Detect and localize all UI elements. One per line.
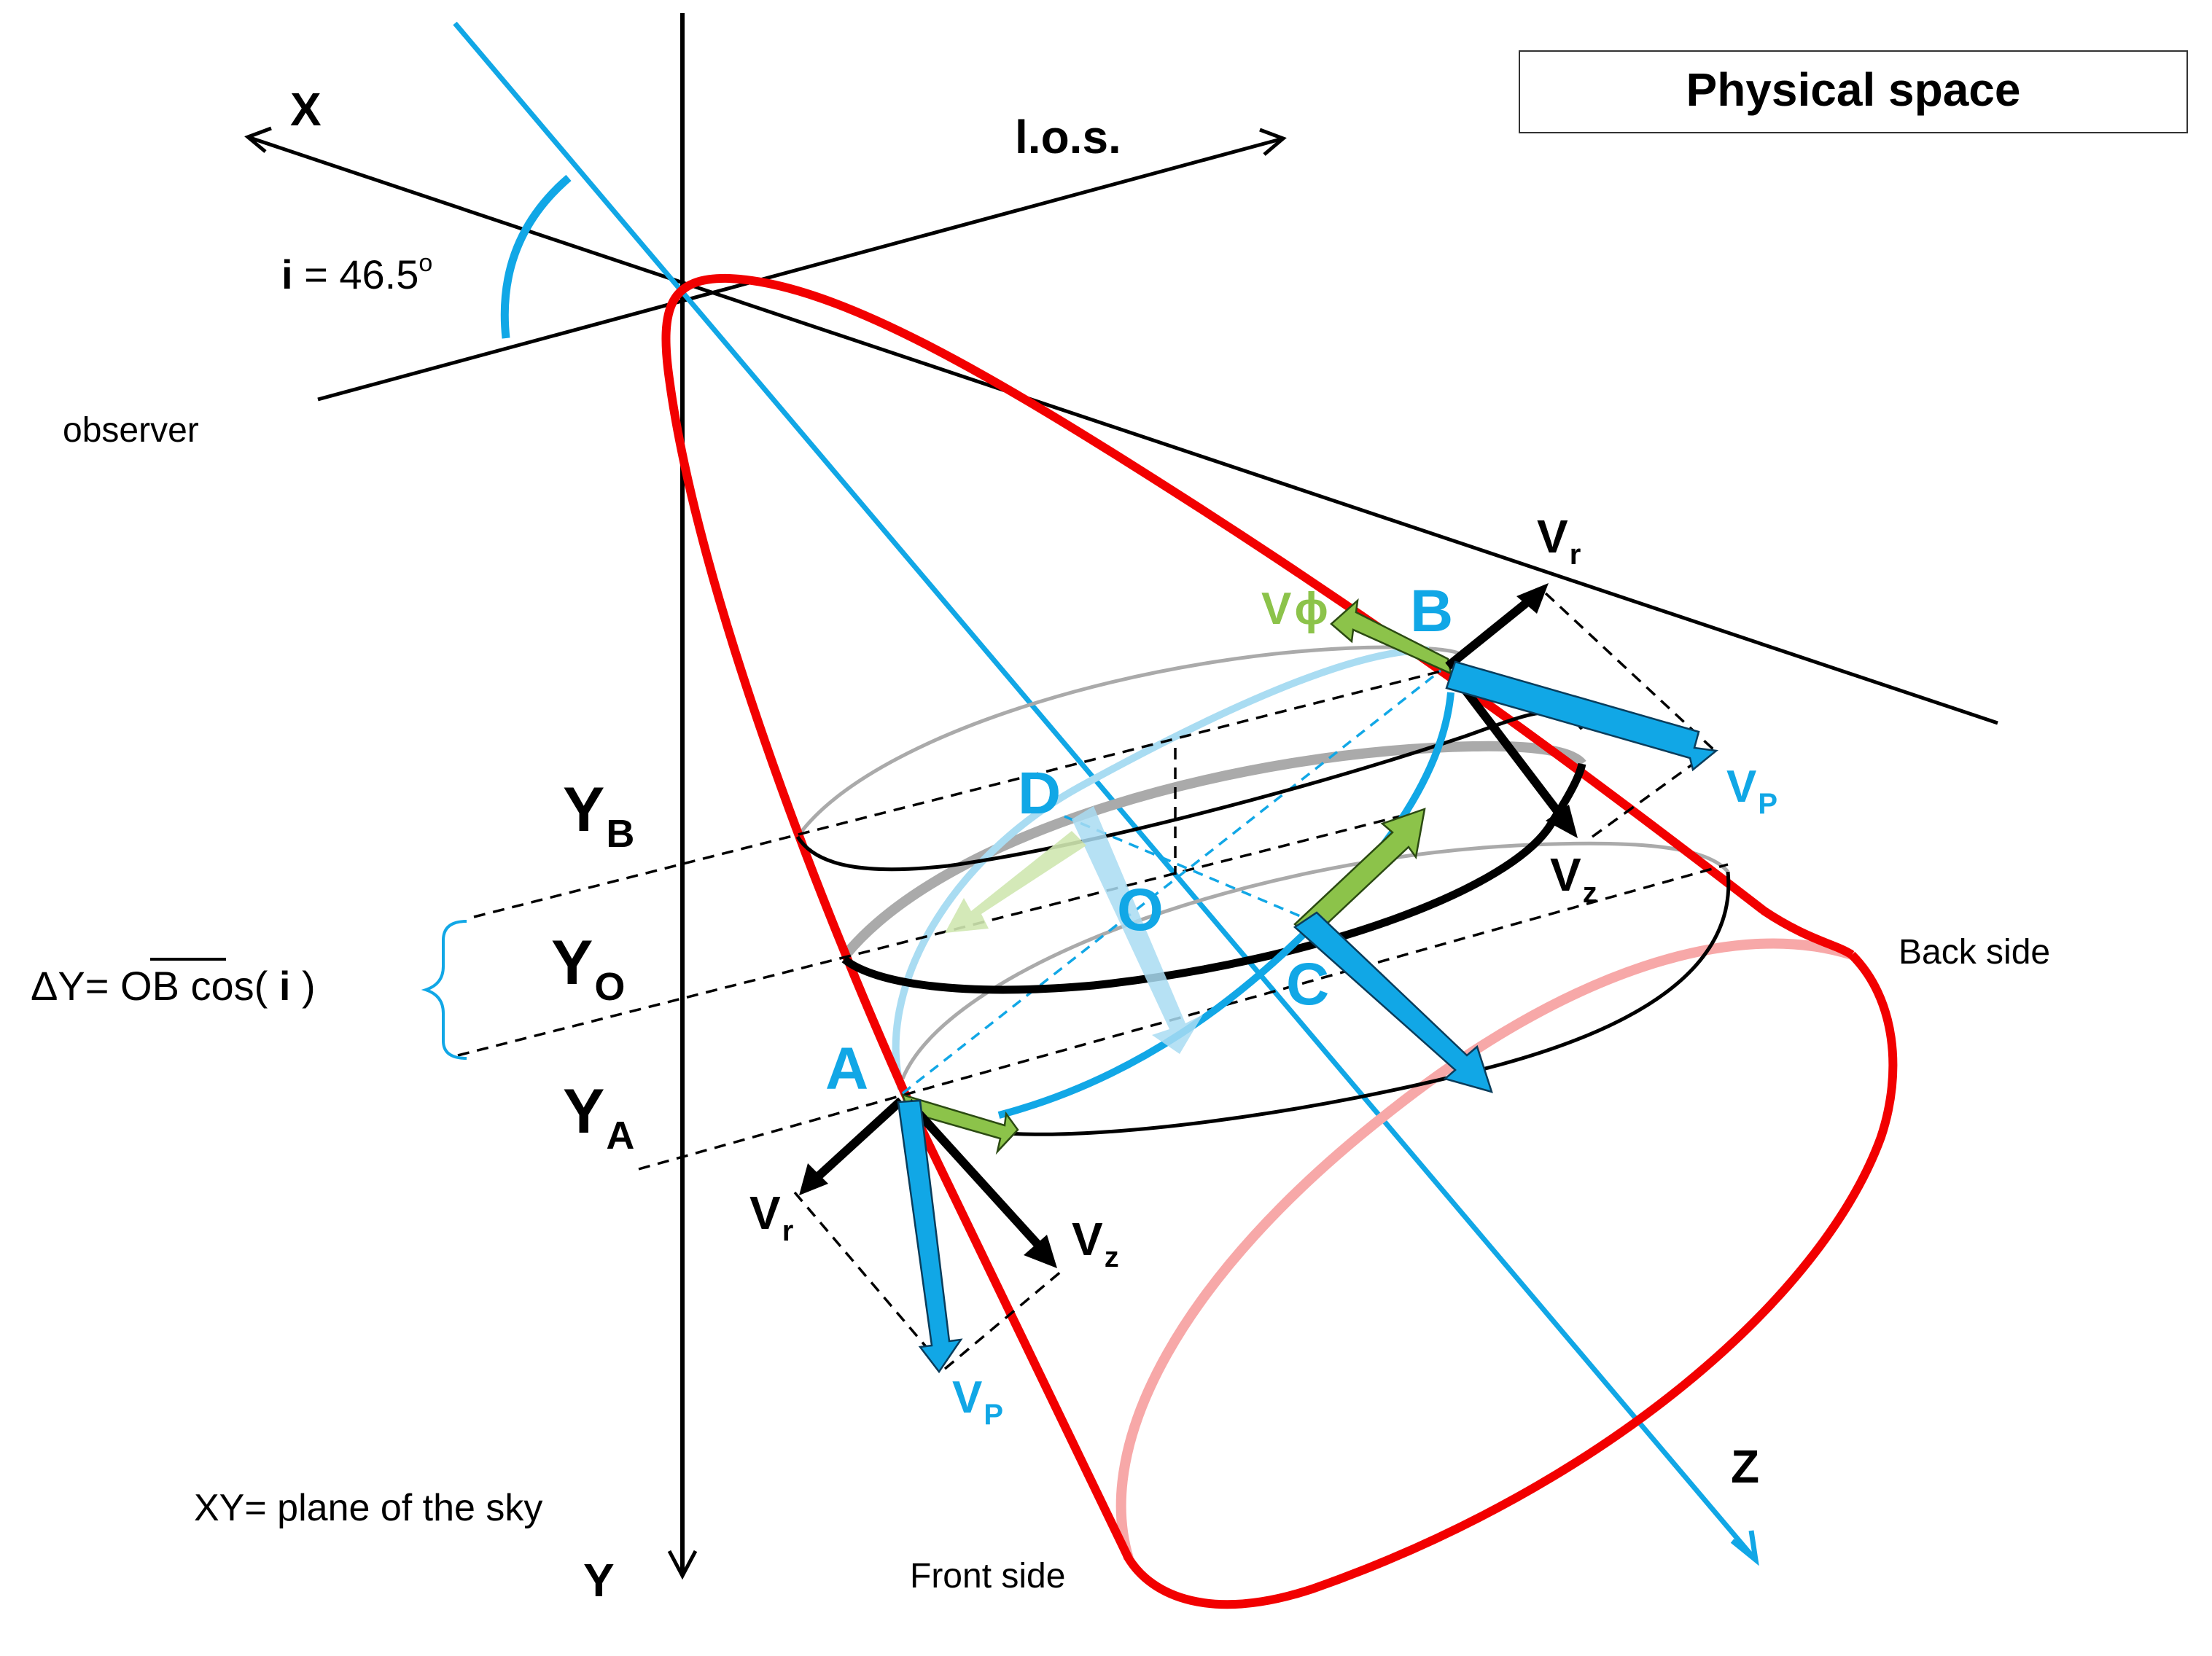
diagonal-dashes — [901, 669, 1442, 1095]
point-a-label: A — [825, 1036, 868, 1102]
title-text: Physical space — [1686, 63, 2021, 116]
point-b-label: B — [1410, 578, 1453, 644]
helix-back — [892, 646, 1430, 1090]
point-c-label: C — [1286, 951, 1329, 1018]
point-d-label: D — [1018, 760, 1061, 827]
x-axis-label: X — [290, 83, 322, 136]
point-o-label: O — [1117, 877, 1164, 943]
los-label: l.o.s. — [1015, 111, 1121, 163]
vp-projection-d — [1072, 806, 1203, 1054]
yb-label: YB — [563, 775, 634, 856]
back-side-label: Back side — [1898, 933, 2050, 972]
inclination-arc — [500, 174, 572, 339]
y-axis — [667, 13, 698, 1580]
z-axis-label: Z — [1731, 1440, 1759, 1493]
x-axis — [244, 126, 1998, 725]
vr-label-b: Vr — [1537, 510, 1581, 571]
title-box: Physical space — [1519, 50, 2188, 133]
vectors-b — [1330, 583, 1719, 838]
y-axis-label: Y — [583, 1554, 615, 1606]
cone-back-rim — [1115, 938, 1854, 1561]
ya-label: YA — [563, 1077, 634, 1157]
delta-brace — [421, 920, 467, 1060]
cone-outline — [661, 273, 1898, 1609]
vr-label-a: Vr — [749, 1187, 793, 1247]
front-side-label: Front side — [910, 1557, 1065, 1596]
vphi-projection-d — [945, 831, 1086, 933]
vz-label-b: Vz — [1550, 848, 1597, 909]
observer-label: observer — [63, 411, 199, 450]
yo-label: YO — [551, 928, 625, 1009]
vp-label-a: VP — [952, 1372, 1003, 1431]
z-axis — [453, 21, 1759, 1566]
plane-of-sky-label: XY= plane of the sky — [194, 1487, 542, 1529]
vp-label-b: VP — [1726, 762, 1777, 820]
delta-y-formula: ΔY= OB cos( i ) — [31, 963, 316, 1009]
vectors-a — [799, 1093, 1057, 1374]
vphi-label-b: Vϕ — [1261, 584, 1328, 634]
los-axis — [317, 128, 1287, 402]
vectors-c — [1293, 808, 1493, 1093]
inclination-label: i = 46.5o — [281, 249, 432, 297]
vz-label-a: Vz — [1072, 1213, 1119, 1273]
